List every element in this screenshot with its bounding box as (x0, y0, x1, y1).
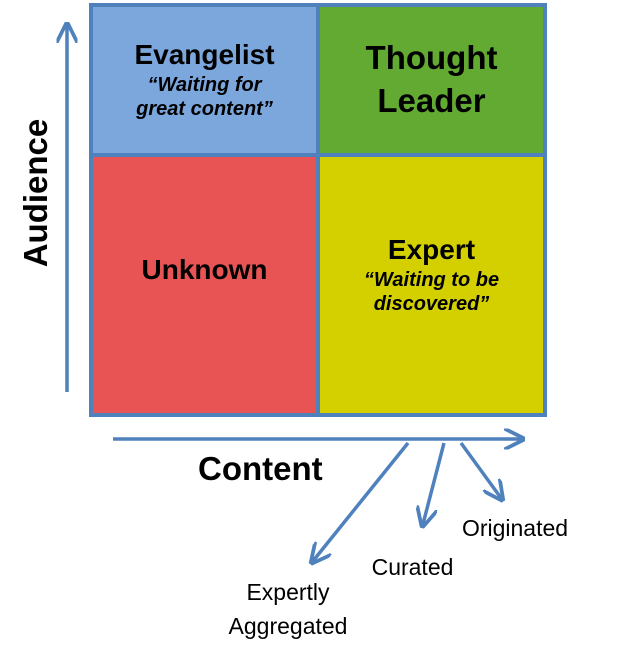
branch-label-expertly-aggregated: Expertly Aggregated (208, 575, 368, 643)
quadrant-thought-leader-bg (318, 5, 545, 155)
grid-border (89, 3, 547, 417)
expert-title: Expert (387, 233, 476, 265)
quadrant-expert: Expert “Waiting to be discovered” (318, 155, 545, 395)
originated-line1: Originated (461, 515, 569, 541)
expertly-line2: Aggregated (228, 612, 348, 639)
quadrant-evangelist: Evangelist “Waiting for great content” (91, 5, 318, 155)
quadrant-evangelist-bg (91, 5, 318, 155)
thought-leader-title-line1: Thought (365, 39, 498, 77)
x-axis-label: Content (198, 450, 323, 487)
quadrant-unknown: Unknown (91, 155, 318, 385)
branch-arrow-expertly-aggregated (313, 441, 410, 561)
expert-subtitle-line2: discovered” (373, 293, 490, 316)
branch-label-originated: Originated (445, 511, 585, 546)
curated-line1: Curated (371, 554, 454, 580)
branch-arrow-curated (423, 442, 446, 524)
evangelist-subtitle-line1: “Waiting for (147, 74, 262, 97)
quadrant-expert-bg (318, 155, 545, 415)
expert-subtitle-line1: “Waiting to be (363, 269, 500, 292)
quadrant-unknown-bg (91, 155, 318, 415)
quadrant-thought-leader: Thought Leader (318, 5, 545, 155)
evangelist-subtitle-line2: great content” (136, 98, 273, 121)
branch-label-curated: Curated (355, 550, 470, 585)
expertly-line1: Expertly (246, 579, 330, 605)
thought-leader-title-line2: Leader (377, 82, 486, 119)
branch-arrow-originated (459, 441, 501, 498)
unknown-title: Unknown (141, 253, 268, 285)
y-axis-label: Audience (17, 118, 54, 268)
evangelist-title: Evangelist (134, 38, 275, 70)
